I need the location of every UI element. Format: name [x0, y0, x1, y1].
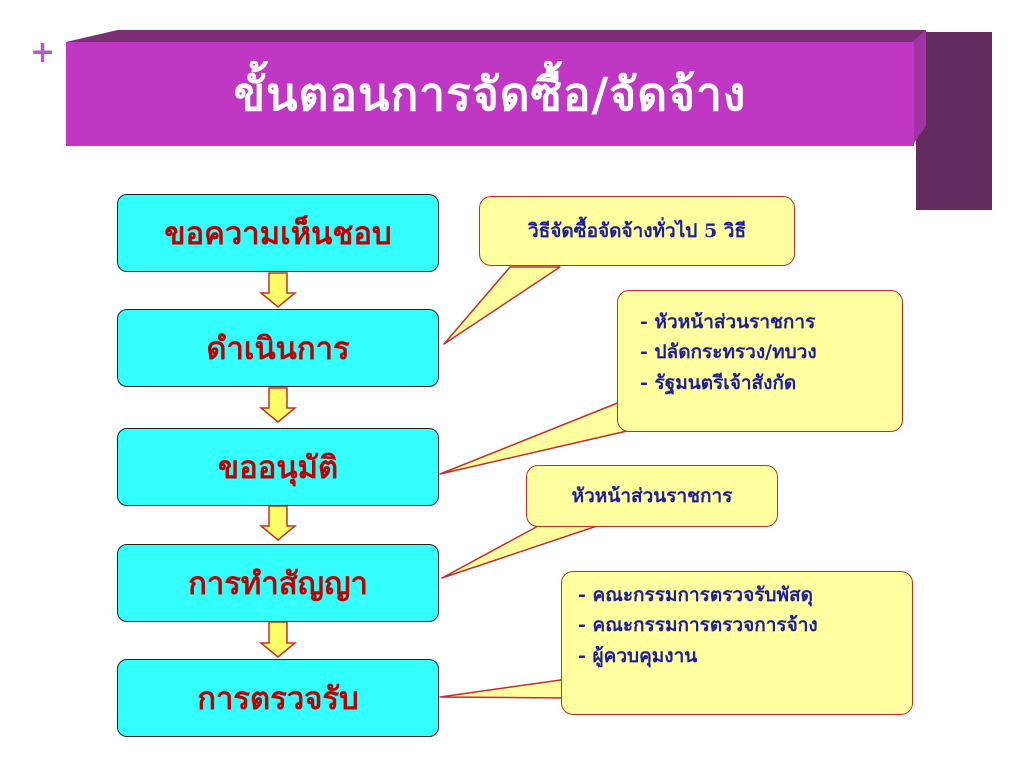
page-title: ขั้นตอนการจัดซื้อ/จัดจ้าง	[233, 66, 747, 121]
callout-inspectors: - คณะกรรมการตรวจรับพัสดุ - คณะกรรมการตรว…	[561, 571, 913, 715]
step-proceed: ดำเนินการ	[117, 309, 439, 387]
down-arrow-icon	[258, 272, 298, 308]
step-contract: การทำสัญญา	[117, 544, 439, 622]
callout-approvers: - หัวหน้าส่วนราชการ - ปลัดกระทรวง/ทบวง -…	[617, 290, 903, 432]
callout-agency-head: หัวหน้าส่วนราชการ	[526, 465, 778, 527]
corner-decoration	[916, 32, 992, 210]
title-bar-top-face	[66, 30, 926, 42]
callout-line: - คณะกรรมการตรวจรับพัสดุ	[578, 584, 813, 606]
plus-icon: +	[30, 35, 56, 70]
callout-line: - คณะกรรมการตรวจการจ้าง	[578, 614, 818, 637]
callout-procurement-methods: วิธีจัดซื้อจัดจ้างทั่วไป 5 วิธี	[479, 196, 795, 266]
callout-line: - ปลัดกระทรวง/ทบวง	[640, 341, 817, 364]
callout-line: - หัวหน้าส่วนราชการ	[640, 311, 816, 333]
callout-pointer	[443, 266, 561, 345]
callout-line: - ผู้ควบคุมงาน	[578, 644, 698, 667]
title-bar: ขั้นตอนการจัดซื้อ/จัดจ้าง	[66, 42, 914, 146]
callout-pointer	[439, 397, 641, 475]
callout-line: หัวหน้าส่วนราชการ	[571, 484, 733, 507]
down-arrow-icon	[258, 505, 298, 541]
step-inspection: การตรวจรับ	[117, 659, 439, 737]
step-approval-request: ขอความเห็นชอบ	[117, 194, 439, 272]
step-authorization: ขออนุมัติ	[117, 428, 439, 506]
callout-pointer	[439, 677, 576, 699]
down-arrow-icon	[258, 387, 298, 423]
title-bar-side-face	[912, 30, 926, 146]
callout-line: - รัฐมนตรีเจ้าสังกัด	[640, 371, 797, 394]
callout-line: วิธีจัดซื้อจัดจ้างทั่วไป 5 วิธี	[527, 219, 747, 242]
down-arrow-icon	[258, 621, 298, 658]
